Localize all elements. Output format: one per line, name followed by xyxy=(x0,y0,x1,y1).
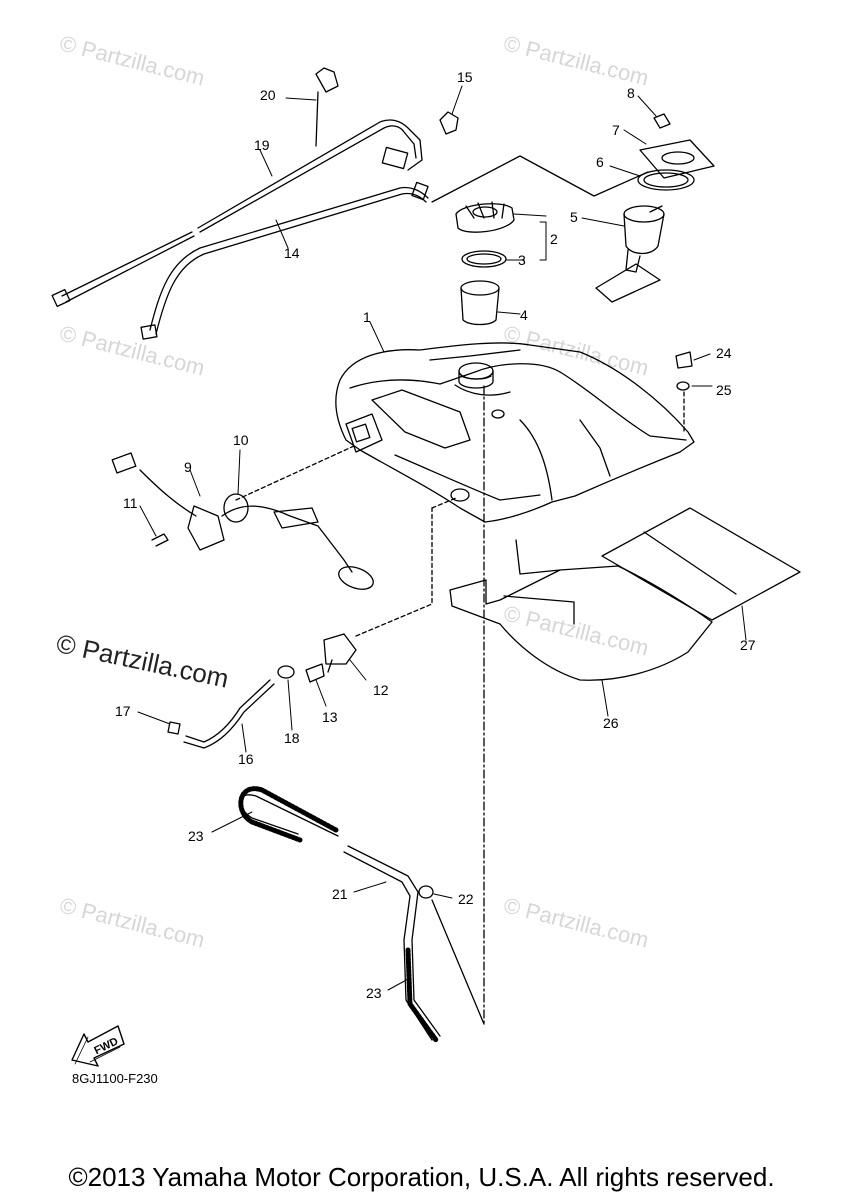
heat-shield xyxy=(601,507,801,621)
callout-6: 6 xyxy=(596,154,604,170)
guide-line xyxy=(431,899,485,1025)
tank-cap xyxy=(455,201,515,233)
callout-11: 11 xyxy=(123,495,138,511)
callout-7: 7 xyxy=(612,122,620,138)
copyright-notice: ©2013 Yamaha Motor Corporation, U.S.A. A… xyxy=(68,1162,775,1192)
band xyxy=(315,67,339,147)
callout-12: 12 xyxy=(373,682,389,698)
guide-line xyxy=(649,205,663,213)
callout-21: 21 xyxy=(332,886,348,902)
diagram-code: 8GJ1100-F230 xyxy=(72,1071,158,1086)
fuel-pump xyxy=(595,205,665,303)
callout-18: 18 xyxy=(284,730,300,746)
side-cover xyxy=(449,539,713,681)
callout-19: 19 xyxy=(254,137,270,153)
callout-1: 1 xyxy=(363,309,371,325)
clamp xyxy=(277,665,295,679)
fuel-hose xyxy=(183,679,275,749)
breather-hose xyxy=(140,181,429,340)
screw xyxy=(151,533,169,547)
pump-plate xyxy=(639,139,715,179)
callout-3: 3 xyxy=(518,252,526,268)
callout-10: 10 xyxy=(233,432,249,448)
wire-harness xyxy=(51,119,423,308)
washer xyxy=(676,381,690,391)
callout-24: 24 xyxy=(716,345,732,361)
o-ring xyxy=(223,493,249,523)
callout-23-upper: 23 xyxy=(188,828,204,844)
sender-unit xyxy=(111,452,374,590)
guide-line xyxy=(355,507,433,637)
callout-25: 25 xyxy=(716,382,732,398)
callout-15: 15 xyxy=(457,69,473,85)
guide-line xyxy=(431,497,457,509)
filler-neck xyxy=(460,280,500,326)
clip-17 xyxy=(167,721,181,735)
clip-22 xyxy=(418,885,434,899)
fuel-cock xyxy=(323,633,357,673)
pump-nut xyxy=(653,113,671,129)
callout-9: 9 xyxy=(184,459,192,475)
callout-2: 2 xyxy=(550,231,558,247)
cap-gasket xyxy=(461,250,507,268)
callout-4: 4 xyxy=(520,307,528,323)
guide-line xyxy=(431,155,649,203)
pump-gasket xyxy=(637,169,695,191)
clip xyxy=(439,111,459,135)
callout-16: 16 xyxy=(238,751,254,767)
fwd-arrow-icon: FWD xyxy=(71,1025,125,1067)
hose-protector xyxy=(238,786,439,1043)
bolt xyxy=(305,663,325,683)
fuel-tank xyxy=(335,342,695,523)
callout-5: 5 xyxy=(570,209,578,225)
callout-27: 27 xyxy=(740,637,756,653)
callout-17: 17 xyxy=(115,703,131,719)
leader-lines xyxy=(137,85,747,991)
callout-13: 13 xyxy=(322,709,338,725)
callout-23-lower: 23 xyxy=(366,985,382,1001)
guide-line xyxy=(235,445,355,501)
callout-8: 8 xyxy=(627,85,635,101)
callout-20: 20 xyxy=(260,87,276,103)
callout-22: 22 xyxy=(458,891,474,907)
callout-26: 26 xyxy=(603,715,619,731)
damper xyxy=(675,351,693,369)
callout-14: 14 xyxy=(284,245,300,261)
